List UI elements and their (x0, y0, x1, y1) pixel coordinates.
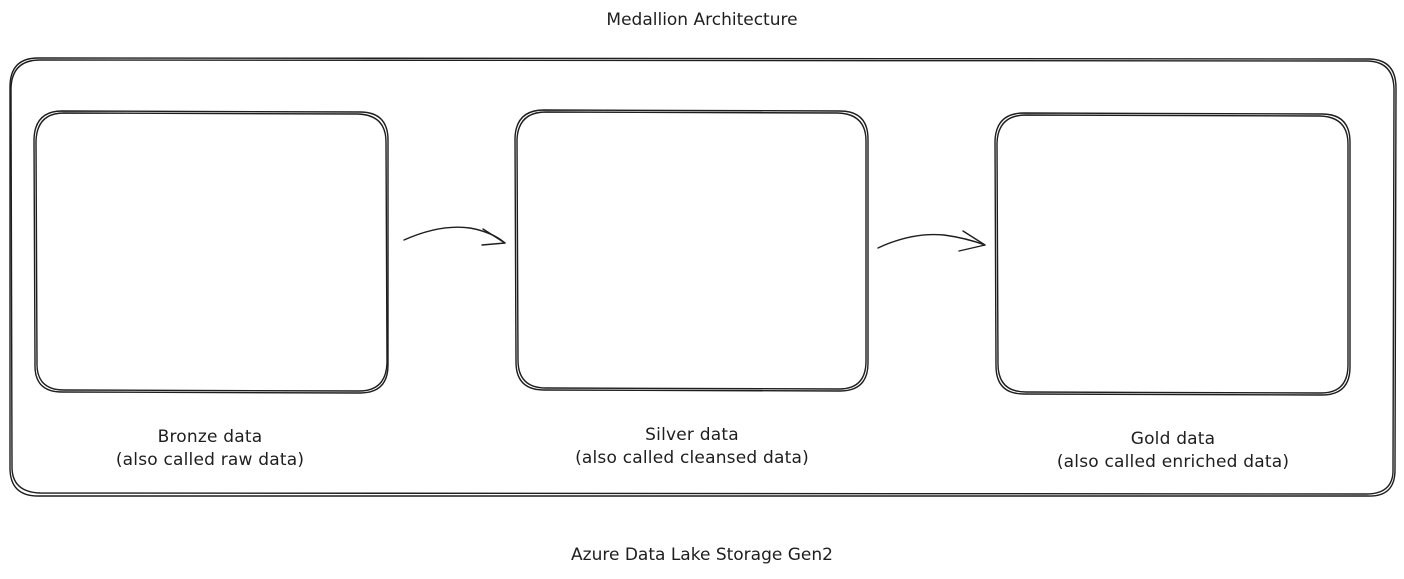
storage-container (9, 57, 1397, 497)
diagram-title: Medallion Architecture (606, 10, 798, 30)
tier-name: Bronze data (157, 427, 263, 447)
tier-label-bronze: Bronze data (also called raw data) (70, 426, 350, 472)
tier-description: (also called raw data) (115, 450, 305, 470)
tier-label-silver: Silver data (also called cleansed data) (532, 424, 852, 470)
bronze-box (33, 110, 389, 394)
silver-box (514, 109, 869, 392)
tier-label-gold: Gold data (also called enriched data) (1018, 428, 1328, 474)
tier-description: (also called cleansed data) (575, 448, 809, 468)
gold-box (994, 112, 1351, 396)
arrow-silver-to-gold (877, 230, 986, 252)
container-label: Azure Data Lake Storage Gen2 (571, 545, 833, 565)
arrow-bronze-to-silver (403, 226, 506, 246)
tier-description: (also called enriched data) (1056, 452, 1290, 472)
tier-name: Silver data (645, 425, 739, 445)
tier-name: Gold data (1130, 429, 1216, 449)
